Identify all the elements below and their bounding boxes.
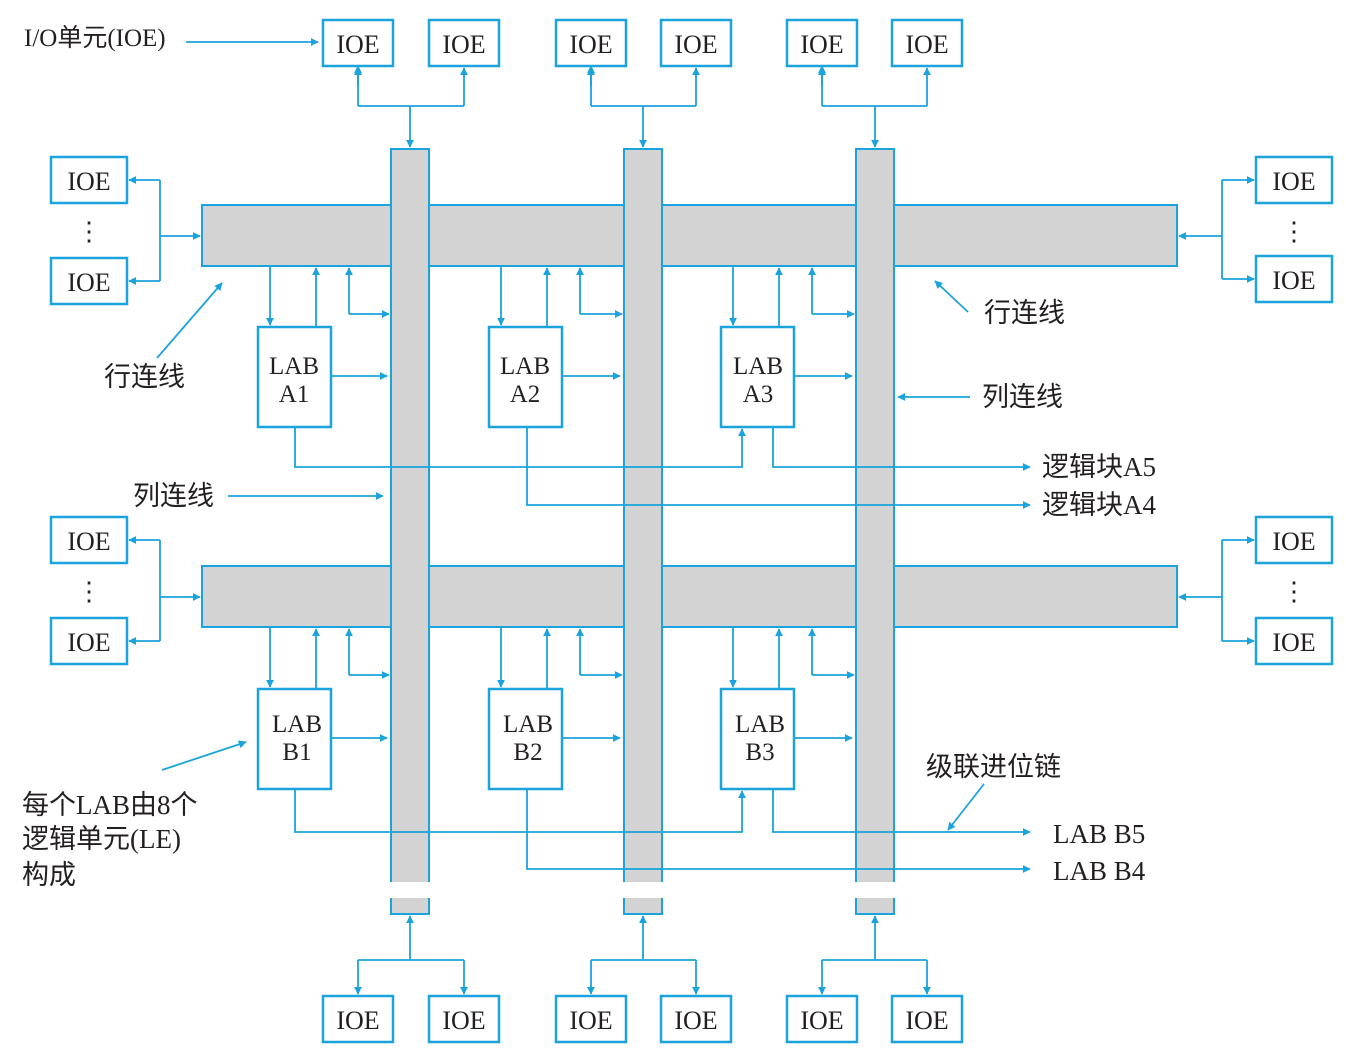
column-break-gap — [621, 882, 665, 898]
row-line-label-right: 行连线 — [984, 298, 1065, 328]
ioe-box — [1254, 515, 1334, 565]
lab-b5-label: LAB B5 — [1053, 819, 1145, 849]
ioe-box — [890, 994, 964, 1044]
lab-title: LAB — [500, 353, 550, 380]
column-interconnect-bar-3 — [855, 148, 895, 915]
ioe-box — [1254, 254, 1334, 304]
lab-id: A1 — [279, 381, 310, 408]
col-line-label-right: 列连线 — [982, 382, 1063, 412]
ioe-label: IOE — [674, 1006, 717, 1035]
connector-wires — [128, 38, 1255, 995]
ioe-box — [785, 994, 859, 1044]
ioe-label: IOE — [67, 167, 110, 196]
ioe-box — [1254, 616, 1334, 666]
ioe-box — [321, 994, 395, 1044]
ioe-label: IOE — [905, 30, 948, 59]
column-interconnect-bar-1 — [390, 148, 430, 915]
lab-block-b2: LAB B2 — [487, 687, 564, 791]
vertical-ellipsis: ⋮ — [1281, 577, 1307, 606]
lab-title: LAB — [272, 711, 322, 738]
lab-block-a1: LAB A1 — [256, 325, 333, 429]
ioe-box — [890, 18, 964, 68]
row-line-label-left: 行连线 — [104, 362, 185, 392]
col-line-label-mid: 列连线 — [133, 481, 214, 511]
lab-id: A2 — [510, 381, 541, 408]
lab-description-line-1: 每个LAB由8个 — [22, 790, 198, 820]
cascade-chain-line — [772, 789, 1031, 836]
column-break-gap — [388, 882, 432, 898]
ioe-label: IOE — [800, 30, 843, 59]
ioe-box — [49, 515, 129, 565]
lab-block-a3: LAB A3 — [719, 325, 796, 429]
ioe-label: IOE — [1272, 167, 1315, 196]
cascade-chain-line — [526, 427, 1031, 509]
row-interconnect-bar-1 — [201, 204, 1178, 267]
ioe-label: IOE — [569, 1006, 612, 1035]
cascade-carry-chain-label: 级联进位链 — [926, 752, 1061, 782]
ioe-label: IOE — [1272, 527, 1315, 556]
ioe-box — [49, 616, 129, 666]
lab-title: LAB — [503, 711, 553, 738]
ioe-label: IOE — [336, 1006, 379, 1035]
cascade-chain-line — [772, 427, 1031, 471]
lab-b4-label: LAB B4 — [1053, 856, 1146, 886]
ioe-box — [659, 994, 733, 1044]
vertical-ellipsis: ⋮ — [76, 217, 102, 246]
ioe-box — [49, 155, 129, 205]
logic-block-a5-label: 逻辑块A5 — [1042, 452, 1156, 482]
ioe-label: IOE — [336, 30, 379, 59]
lab-id: A3 — [743, 381, 774, 408]
lab-title: LAB — [733, 353, 783, 380]
pointer-row-line-right — [934, 280, 969, 313]
ioe-box — [427, 994, 501, 1044]
lab-block-b3: LAB B3 — [719, 687, 796, 791]
lab-id: B1 — [282, 739, 311, 766]
lab-id: B2 — [513, 739, 542, 766]
ioe-label: IOE — [905, 1006, 948, 1035]
column-break-gap — [853, 882, 897, 898]
lab-block-a2: LAB A2 — [487, 325, 564, 429]
ioe-label: IOE — [67, 268, 110, 297]
left-ioe-group: IOE ⋮ IOE IOE ⋮ IOE — [49, 155, 129, 666]
ioe-box — [49, 256, 129, 306]
pointer-row-line-left — [156, 282, 223, 359]
vertical-ellipsis: ⋮ — [1281, 217, 1307, 246]
cascade-chain-line — [294, 789, 746, 833]
ioe-label: IOE — [67, 628, 110, 657]
ioe-box — [1254, 155, 1334, 205]
vertical-ellipsis: ⋮ — [76, 577, 102, 606]
ioe-label: IOE — [674, 30, 717, 59]
ioe-box — [427, 18, 501, 68]
lab-description-line-3: 构成 — [22, 860, 76, 890]
logic-block-a4-label: 逻辑块A4 — [1042, 490, 1156, 520]
io-unit-label: I/O单元(IOE) — [24, 24, 166, 52]
row-interconnect-bar-2 — [201, 565, 1178, 628]
column-interconnect-bar-2 — [623, 148, 663, 915]
lab-id: B3 — [745, 739, 774, 766]
ioe-label: IOE — [1272, 628, 1315, 657]
pointer-lab-desc — [161, 740, 247, 771]
pointer-cascade-chain — [947, 783, 985, 831]
cascade-chain-line — [526, 789, 1031, 873]
ioe-label: IOE — [67, 527, 110, 556]
bottom-ioe-group: IOE IOE IOE IOE IOE IOE — [321, 994, 964, 1044]
right-ioe-group: IOE ⋮ IOE IOE ⋮ IOE — [1254, 155, 1334, 666]
ioe-box — [659, 18, 733, 68]
lab-title: LAB — [269, 353, 319, 380]
ioe-label: IOE — [569, 30, 612, 59]
ioe-box — [554, 994, 628, 1044]
ioe-label: IOE — [1272, 266, 1315, 295]
top-ioe-group: IOE IOE IOE IOE IOE IOE — [321, 18, 964, 68]
lab-title: LAB — [735, 711, 785, 738]
ioe-label: IOE — [442, 30, 485, 59]
lab-block-b1: LAB B1 — [256, 687, 333, 791]
ioe-label: IOE — [442, 1006, 485, 1035]
lab-description-line-2: 逻辑单元(LE) — [22, 824, 181, 854]
cascade-chain-line — [294, 427, 746, 468]
ioe-label: IOE — [800, 1006, 843, 1035]
